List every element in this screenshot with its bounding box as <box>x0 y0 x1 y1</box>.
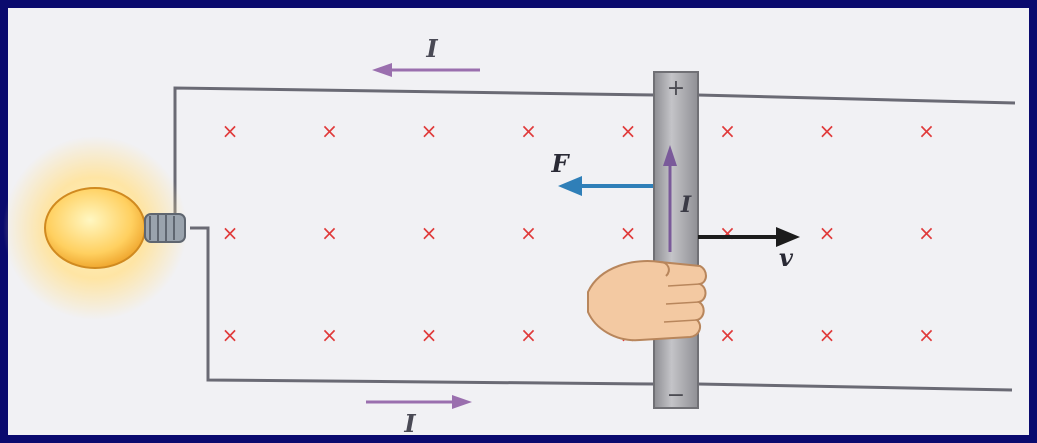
field-x-mark: × <box>222 323 239 347</box>
rod-plus-sign: + <box>667 76 685 101</box>
field-x-mark: × <box>520 323 537 347</box>
top-rail-extension <box>697 93 1016 105</box>
field-x-mark: × <box>620 119 637 143</box>
bulb-base <box>144 213 186 243</box>
current-arrow-bottom <box>366 395 472 409</box>
current-label-top: I <box>425 34 438 63</box>
force-label: F <box>550 149 570 178</box>
field-x-mark: × <box>520 221 537 245</box>
top-rail-wire <box>173 86 656 218</box>
sliding-rod: + − <box>653 71 699 409</box>
field-x-mark: × <box>719 221 736 245</box>
field-x-mark: × <box>719 119 736 143</box>
field-x-mark: × <box>819 119 836 143</box>
current-label-bottom: I <box>403 409 416 438</box>
field-x-mark: × <box>719 323 736 347</box>
field-x-mark: × <box>918 119 935 143</box>
bulb-glass <box>44 187 146 269</box>
field-x-mark: × <box>222 221 239 245</box>
field-x-mark: × <box>321 119 338 143</box>
velocity-label: v <box>779 243 794 272</box>
field-x-mark: × <box>421 221 438 245</box>
current-label-rod: I <box>680 192 692 218</box>
rod-minus-sign: − <box>667 383 685 408</box>
hand-illustration <box>587 260 707 342</box>
field-x-mark: × <box>421 119 438 143</box>
light-bulb <box>3 136 187 320</box>
field-x-mark: × <box>222 119 239 143</box>
circuit-wires <box>173 86 1016 392</box>
field-x-mark: × <box>918 221 935 245</box>
field-x-mark: × <box>421 323 438 347</box>
field-x-mark: × <box>321 323 338 347</box>
field-x-mark: × <box>321 221 338 245</box>
field-x-mark: × <box>819 323 836 347</box>
bottom-rail-wire <box>190 226 656 386</box>
velocity-arrow <box>698 227 800 247</box>
bottom-rail-extension <box>697 382 1013 392</box>
current-arrow-rod <box>663 145 677 252</box>
force-arrow <box>558 176 655 196</box>
current-arrow-top <box>372 63 480 77</box>
field-x-mark: × <box>918 323 935 347</box>
field-x-mark: × <box>819 221 836 245</box>
field-x-mark: × <box>620 221 637 245</box>
field-x-mark: × <box>520 119 537 143</box>
